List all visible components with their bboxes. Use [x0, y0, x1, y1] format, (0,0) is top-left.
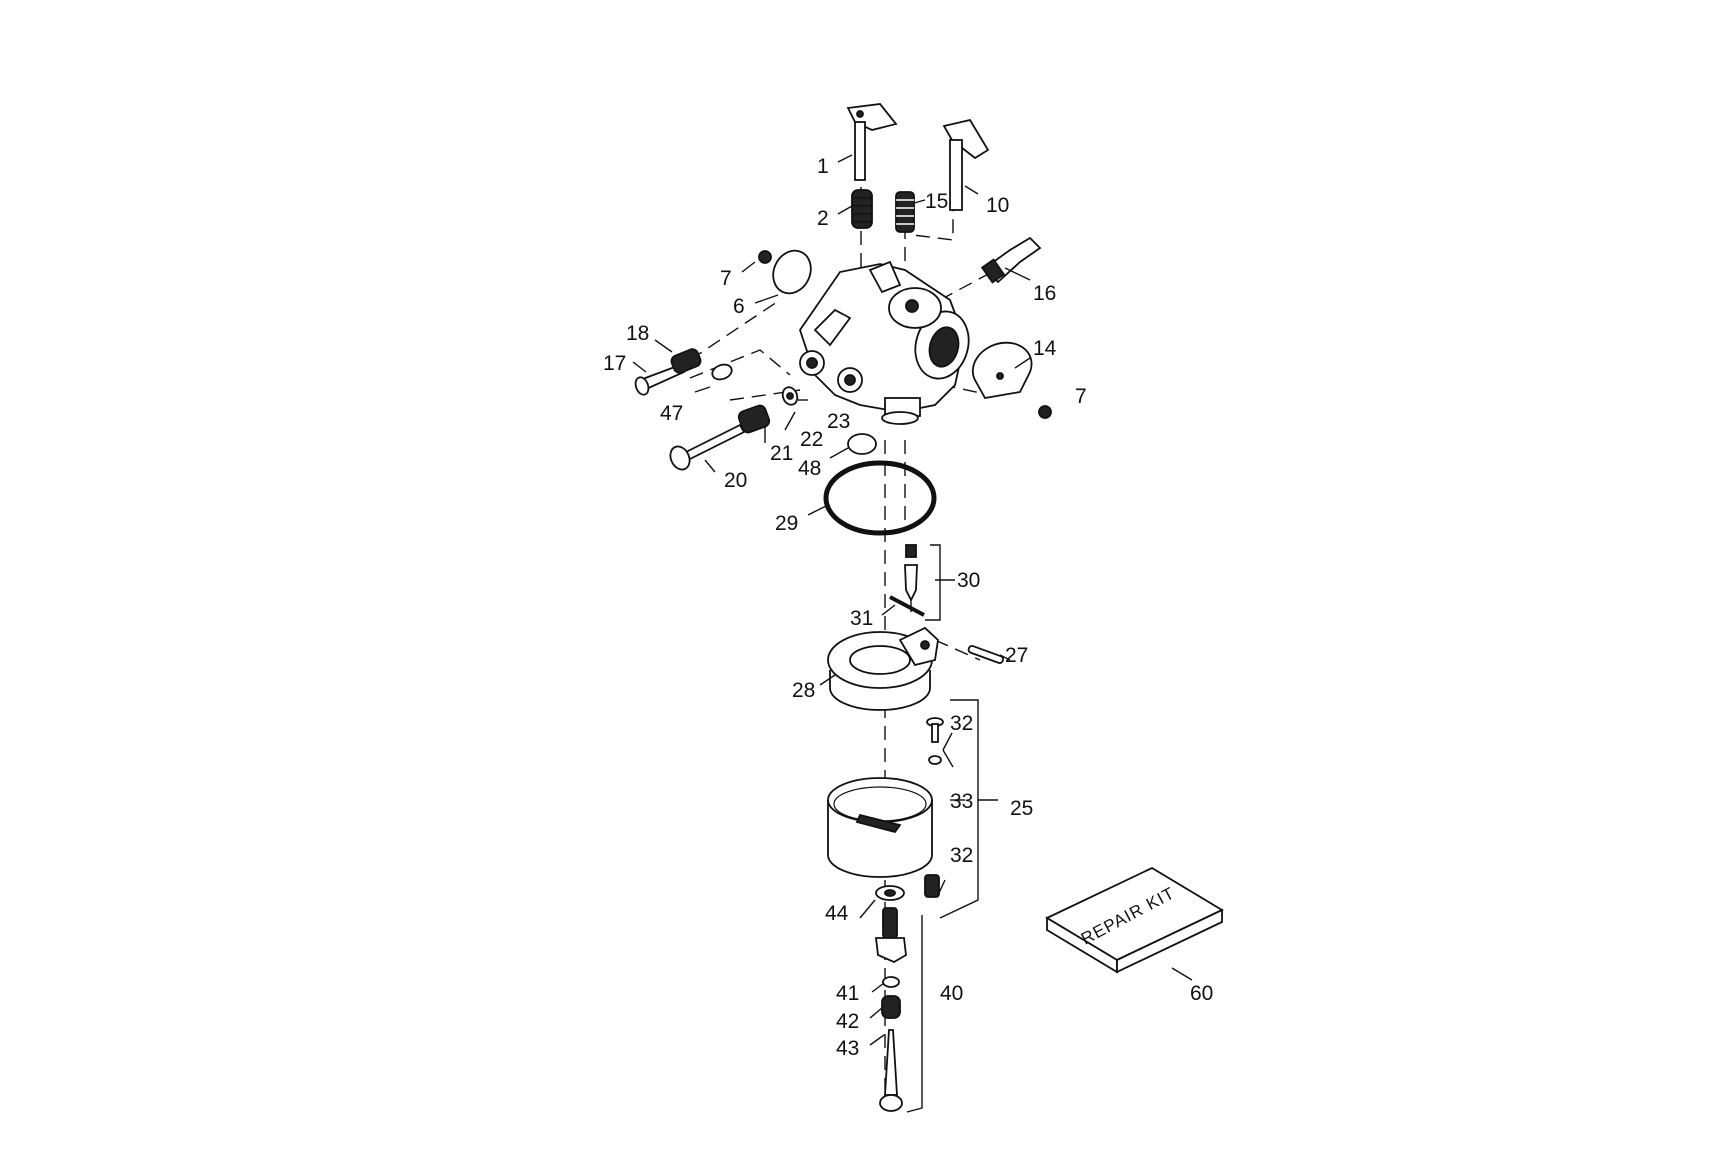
washer-part-22	[781, 386, 799, 406]
callout-41: 41	[836, 982, 859, 1005]
float-pin-part-27	[967, 644, 1004, 664]
bowl-nut-part-40	[874, 907, 923, 1113]
mixture-screw-part-20	[669, 423, 746, 471]
washer-part-41	[882, 976, 900, 988]
callout-15: 15	[925, 190, 948, 213]
choke-plate-part-14	[971, 341, 1033, 399]
callout-28: 28	[792, 679, 815, 702]
bowl-washer-part-44	[875, 885, 905, 901]
callout-32-bottom: 32	[950, 844, 973, 867]
spring-part-21	[737, 404, 771, 434]
float-bowl	[827, 777, 933, 878]
bowl-bolt-part-32-top	[926, 717, 954, 768]
callout-48: 48	[798, 457, 821, 480]
callout-40: 40	[940, 982, 963, 1005]
fuel-inlet-part-16	[980, 236, 1042, 284]
callout-44: 44	[825, 902, 849, 925]
callout-23: 23	[827, 410, 850, 433]
carburetor-body	[799, 260, 970, 425]
spring-part-18	[670, 348, 702, 374]
screw-part-7-top	[758, 250, 772, 264]
callout-60: 60	[1190, 982, 1213, 1005]
callout-33: 33	[950, 790, 973, 813]
callout-47: 47	[660, 402, 683, 425]
main-jet-needle-part-43	[879, 1029, 903, 1112]
callout-20: 20	[724, 469, 747, 492]
bowl-bolt-part-32-bottom	[924, 874, 946, 898]
callout-labels: 1 2 15 10 7 6 16 18 17 47 14 7 23 22 21 …	[603, 155, 1213, 1060]
welch-plug-part-48	[847, 433, 877, 455]
callout-1: 1	[817, 155, 829, 178]
callout-32-top: 32	[950, 712, 973, 735]
throttle-plate-part-6	[772, 249, 812, 295]
idle-screw-part-17	[634, 363, 686, 396]
callout-29: 29	[775, 512, 798, 535]
o-ring-part-42	[881, 995, 901, 1019]
callout-16: 16	[1033, 282, 1056, 305]
bowl-assembly-bracket	[939, 699, 998, 919]
callout-14: 14	[1033, 337, 1057, 360]
callout-31: 31	[850, 607, 873, 630]
float-part-28	[827, 626, 939, 711]
callout-7-right: 7	[1075, 385, 1087, 408]
spring-part-15	[895, 191, 915, 233]
callout-10: 10	[986, 194, 1009, 217]
repair-kit-box-part-60: REPAIR KIT	[1045, 866, 1224, 974]
throttle-spring-part-2	[851, 189, 873, 229]
needle-clip-part-31	[889, 595, 925, 617]
o-ring-part-47	[694, 363, 733, 393]
callout-7-top: 7	[720, 267, 732, 290]
choke-shaft-part-10	[942, 118, 990, 211]
callout-42: 42	[836, 1010, 859, 1033]
inlet-needle-part-30	[904, 544, 941, 621]
callout-22: 22	[800, 428, 823, 451]
callout-21: 21	[770, 442, 793, 465]
callout-18: 18	[626, 322, 649, 345]
leader-lines	[632, 154, 1193, 1046]
callout-6: 6	[733, 295, 745, 318]
callout-43: 43	[836, 1037, 859, 1060]
callout-2: 2	[817, 207, 829, 230]
throttle-shaft-part-1	[846, 103, 898, 181]
callout-30: 30	[957, 569, 980, 592]
callout-25: 25	[1010, 797, 1033, 820]
screw-part-7-right	[1038, 405, 1052, 419]
callout-27: 27	[1005, 644, 1028, 667]
bowl-gasket-part-29	[823, 460, 937, 536]
callout-17: 17	[603, 352, 626, 375]
